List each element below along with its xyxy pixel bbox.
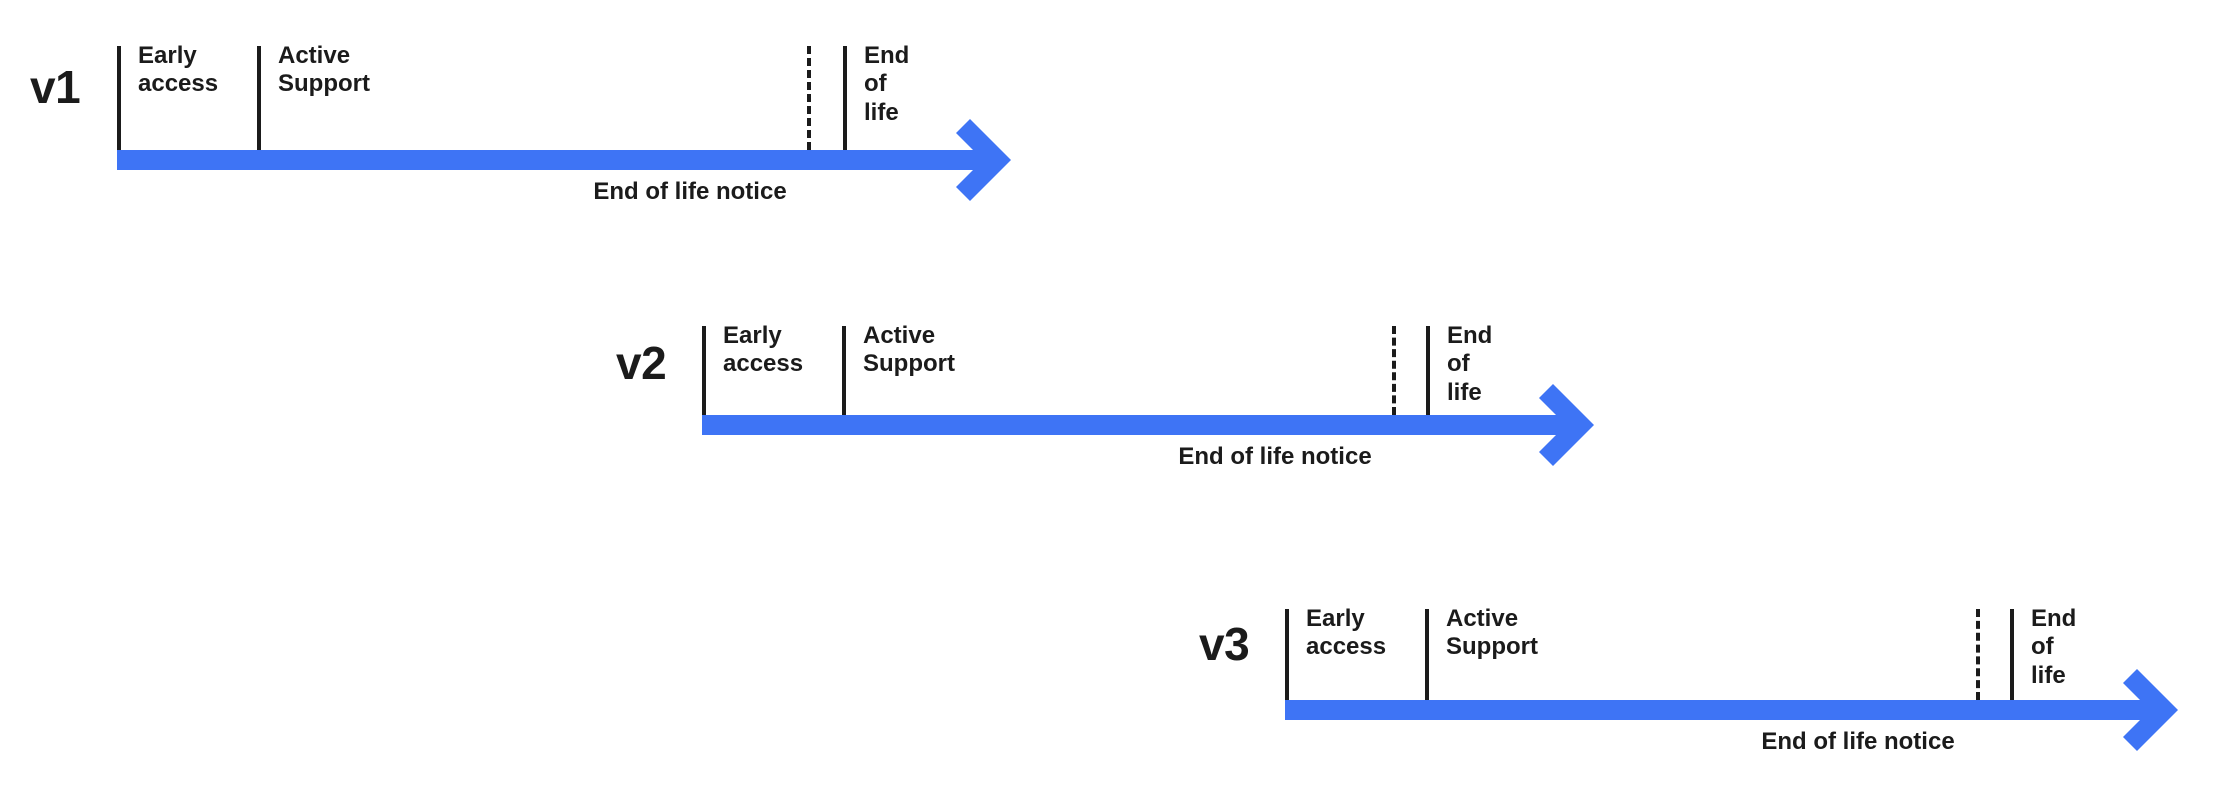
version-label-v1: v1 [30, 61, 81, 113]
timeline-arrow-icon [948, 119, 1011, 201]
phase-divider-solid-3 [2010, 609, 2014, 700]
phase-divider-solid-1 [842, 326, 846, 415]
phase-divider-solid-3 [843, 46, 847, 150]
phase-divider-solid-0 [702, 326, 706, 415]
phase-label: Active Support [863, 322, 955, 378]
timeline-axis-bar [117, 150, 985, 170]
phase-label: End of life [2031, 605, 2077, 689]
phase-label: Early access [1306, 605, 1387, 661]
phase-divider-solid-1 [1425, 609, 1429, 700]
phase-label: End of life [1447, 322, 1493, 406]
phase-label: Active Support [278, 42, 370, 98]
phase-divider-notice-2 [1976, 609, 1980, 700]
version-label-v3: v3 [1199, 618, 1250, 670]
phase-divider-solid-3 [1426, 326, 1430, 415]
phase-label: Early access [723, 322, 804, 378]
end-of-life-notice-label: End of life notice [593, 178, 787, 205]
phase-divider-notice-2 [807, 46, 811, 150]
version-label-v2: v2 [616, 337, 667, 389]
phase-divider-notice-2 [1392, 326, 1396, 415]
phase-divider-solid-0 [117, 46, 121, 150]
end-of-life-notice-label: End of life notice [1761, 728, 1955, 755]
timeline-arrow-icon [1531, 384, 1594, 466]
phase-label: Active Support [1446, 605, 1538, 661]
phase-label: End of life [864, 42, 910, 126]
end-of-life-notice-label: End of life notice [1178, 443, 1372, 470]
phase-divider-solid-1 [257, 46, 261, 150]
timeline-arrow-icon [2115, 669, 2178, 751]
timeline-axis-bar [702, 415, 1568, 435]
phase-label: Early access [138, 42, 219, 98]
timeline-axis-bar [1285, 700, 2152, 720]
phase-divider-solid-0 [1285, 609, 1289, 700]
